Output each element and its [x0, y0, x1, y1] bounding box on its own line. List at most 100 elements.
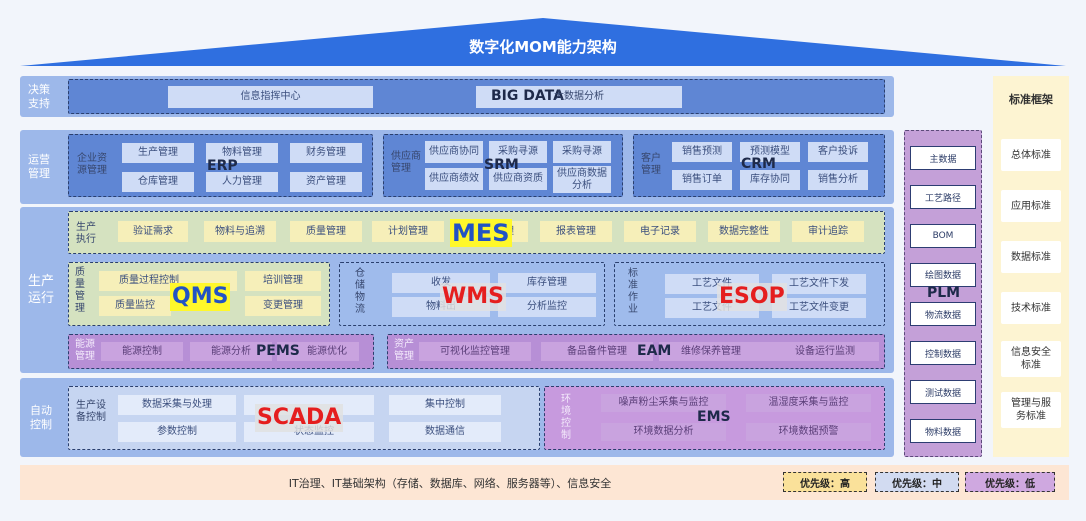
pems-item: 能源控制 — [101, 342, 183, 361]
standards-item: 信息安全 标准 — [1001, 341, 1061, 377]
crm-item: 销售分析 — [808, 170, 868, 190]
mes-item: 质量管理 — [290, 221, 362, 242]
erp-item: 物料管理 — [206, 143, 278, 163]
srm-item: 采购寻源 — [489, 141, 547, 163]
esop-side-label: 标 准 作 业 — [628, 268, 638, 315]
scada-item: 数据通信 — [389, 422, 501, 442]
crm-item: 销售订单 — [672, 170, 732, 190]
ems-item: 噪声粉尘采集与监控 — [601, 394, 726, 412]
standards-title: 标准框架 — [1009, 93, 1053, 106]
mes-item: 物料与追溯 — [204, 221, 276, 242]
band-label-production: 生产 运行 — [27, 274, 54, 306]
scada-side-label: 生产设 备控制 — [76, 400, 106, 423]
eam-item: 维修保养管理 — [659, 342, 771, 361]
mes-name: MES — [450, 219, 512, 247]
erp-item: 财务管理 — [290, 143, 362, 163]
plm-name: PLM — [927, 285, 961, 301]
scada-item: 参数控制 — [118, 422, 236, 442]
erp-item: 人力管理 — [206, 172, 278, 192]
page-title: 数字化MOM能力架构 — [469, 38, 617, 56]
standards-item: 总体标准 — [1001, 139, 1061, 171]
erp-side-label: 企业资 源管理 — [77, 153, 107, 176]
plm-item: 物料数据 — [910, 419, 976, 443]
ems-name: EMS — [697, 409, 731, 425]
pems-item: 能源分析 — [190, 342, 272, 361]
ems-side-label: 环 境 控 制 — [561, 394, 571, 441]
plm-item: BOM — [910, 224, 976, 248]
erp-name: ERP — [207, 158, 238, 174]
big-data-analysis-label: 大数据分析 — [554, 91, 604, 102]
big-data-analysis-box — [476, 86, 682, 108]
erp-item: 生产管理 — [122, 143, 194, 163]
erp-item: 仓库管理 — [122, 172, 194, 192]
wms-side-label: 仓 储 物 流 — [355, 268, 365, 315]
wms-name: WMS — [440, 283, 507, 311]
qms-name: QMS — [170, 283, 231, 311]
plm-item: 工艺路径 — [910, 185, 976, 209]
wms-item: 分析监控 — [498, 297, 596, 317]
priority-medium: 优先级：中 — [875, 472, 959, 492]
band-label-decision: 决策 支持 — [28, 82, 50, 110]
priority-high: 优先级：高 — [783, 472, 867, 492]
plm-item: 物流数据 — [910, 302, 976, 326]
qms-item: 培训管理 — [245, 271, 321, 291]
roof-banner — [20, 18, 1066, 66]
mes-item: 审计追踪 — [792, 221, 864, 242]
plm-item: 主数据 — [910, 146, 976, 170]
esop-item: 工艺文件变更 — [772, 298, 866, 318]
qms-item: 质量监控 — [99, 296, 171, 316]
wms-item: 库存管理 — [498, 273, 596, 293]
plm-item: 测试数据 — [910, 380, 976, 404]
crm-item: 客户投诉 — [808, 142, 868, 162]
standards-item: 应用标准 — [1001, 190, 1061, 222]
scada-item: 集中控制 — [389, 395, 501, 415]
priority-low: 优先级：低 — [965, 472, 1055, 492]
srm-item: 供应商绩效 — [425, 168, 483, 190]
eam-name: EAM — [637, 343, 672, 359]
band-label-automation: 自动 控制 — [30, 403, 52, 431]
standards-item: 管理与服 务标准 — [1001, 392, 1061, 428]
crm-item: 预测模型 — [740, 142, 800, 162]
mes-item: 数据完整性 — [708, 221, 780, 242]
plm-item: 控制数据 — [910, 341, 976, 365]
mes-item: 电子记录 — [624, 221, 696, 242]
esop-name: ESOP — [717, 283, 787, 311]
pems-side-label: 能源 管理 — [75, 339, 95, 362]
info-center-box: 信息指挥中心 — [168, 86, 373, 108]
srm-item: 供应商协同 — [425, 141, 483, 163]
ems-item: 环境数据分析 — [601, 423, 726, 441]
band-label-operation: 运营 管理 — [28, 153, 50, 180]
mes-item: 验证需求 — [118, 221, 188, 242]
crm-item: 库存协同 — [740, 170, 800, 190]
pems-name: PEMS — [256, 343, 300, 359]
ems-item: 环境数据预警 — [746, 423, 871, 441]
plm-item: 绘图数据 — [910, 263, 976, 287]
mes-item: 报表管理 — [540, 221, 612, 242]
crm-item: 销售预测 — [672, 142, 732, 162]
eam-side-label: 资产 管理 — [394, 339, 414, 362]
big-data-label: BIG DATA — [491, 88, 564, 104]
srm-item: 供应商资质 — [489, 168, 547, 190]
scada-name: SCADA — [255, 404, 344, 432]
crm-side-label: 客户 管理 — [641, 153, 661, 176]
srm-name: SRM — [484, 157, 519, 173]
eam-item: 设备运行监测 — [771, 342, 879, 361]
mes-side-label: 生产 执行 — [76, 222, 96, 245]
erp-item: 资产管理 — [290, 172, 362, 192]
pems-item: 能源优化 — [277, 342, 359, 361]
esop-item: 工艺文件下发 — [772, 274, 866, 294]
srm-item: 供应商数据 分析 — [553, 166, 611, 193]
standards-item: 技术标准 — [1001, 292, 1061, 324]
eam-item: 可视化监控管理 — [419, 342, 531, 361]
ems-item: 温湿度采集与监控 — [746, 394, 871, 412]
standards-item: 数据标准 — [1001, 241, 1061, 273]
srm-item: 采购寻源 — [553, 141, 611, 163]
mes-item: 计划管理 — [372, 221, 444, 242]
eam-item: 备品备件管理 — [541, 342, 653, 361]
qms-side-label: 质 量 管 理 — [75, 267, 85, 314]
srm-side-label: 供应商 管理 — [391, 151, 421, 174]
footer-text: IT治理、IT基础架构（存储、数据库、网络、服务器等）、信息安全 — [288, 477, 612, 490]
crm-name: CRM — [741, 156, 776, 172]
scada-item: 数据采集与处理 — [118, 395, 236, 415]
qms-item: 变更管理 — [245, 296, 321, 316]
